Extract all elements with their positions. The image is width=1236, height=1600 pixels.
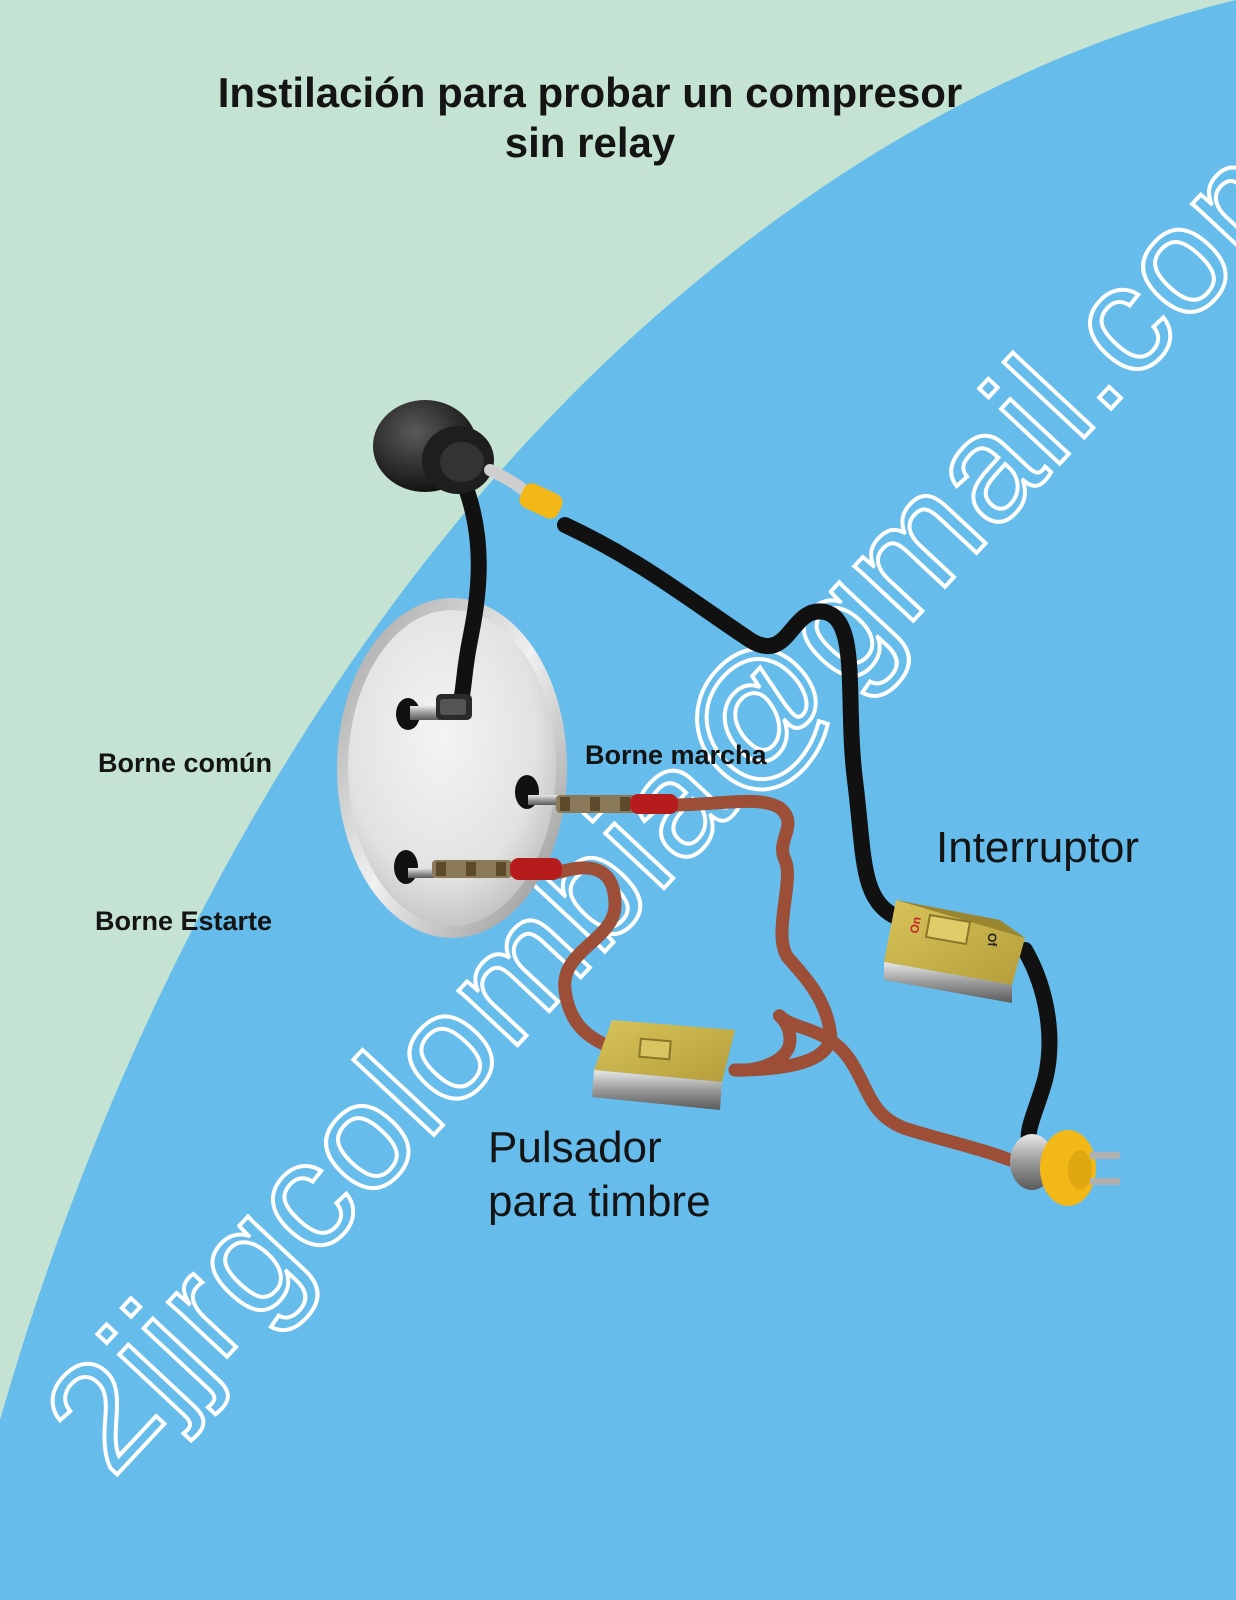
switch-off-label: Of xyxy=(985,933,999,947)
wire-interruptor-to-plug xyxy=(1017,942,1058,1153)
diagram-title: Instilación para probar un compresor sin… xyxy=(217,69,963,166)
wire-start-to-pulsador xyxy=(553,861,622,1055)
label-borne-marcha: Borne marcha xyxy=(585,740,767,770)
connector-start xyxy=(432,858,562,880)
pulsador-button xyxy=(592,1020,735,1110)
label-borne-estarte: Borne Estarte xyxy=(95,906,273,936)
switch-on-label: On xyxy=(907,916,924,935)
label-borne-comun: Borne común xyxy=(98,748,273,778)
terminal-common xyxy=(396,698,440,730)
power-plug xyxy=(1010,1130,1120,1206)
connector-run xyxy=(556,794,678,814)
label-interruptor: Interruptor xyxy=(936,823,1139,872)
wire-protector-to-interruptor xyxy=(557,517,906,926)
compressor-terminal-plate xyxy=(337,598,567,938)
thermal-protector xyxy=(373,400,563,519)
connector-common xyxy=(436,694,472,720)
label-pulsador-line2: para timbre xyxy=(488,1177,711,1226)
interruptor-switch: On Of xyxy=(884,900,1025,1003)
wire-protector-to-common xyxy=(450,470,487,713)
terminal-run xyxy=(515,775,558,809)
terminal-start xyxy=(394,850,434,884)
wire-pulsador-to-plug xyxy=(728,1009,1017,1167)
label-pulsador-line1: Pulsador xyxy=(488,1123,662,1172)
